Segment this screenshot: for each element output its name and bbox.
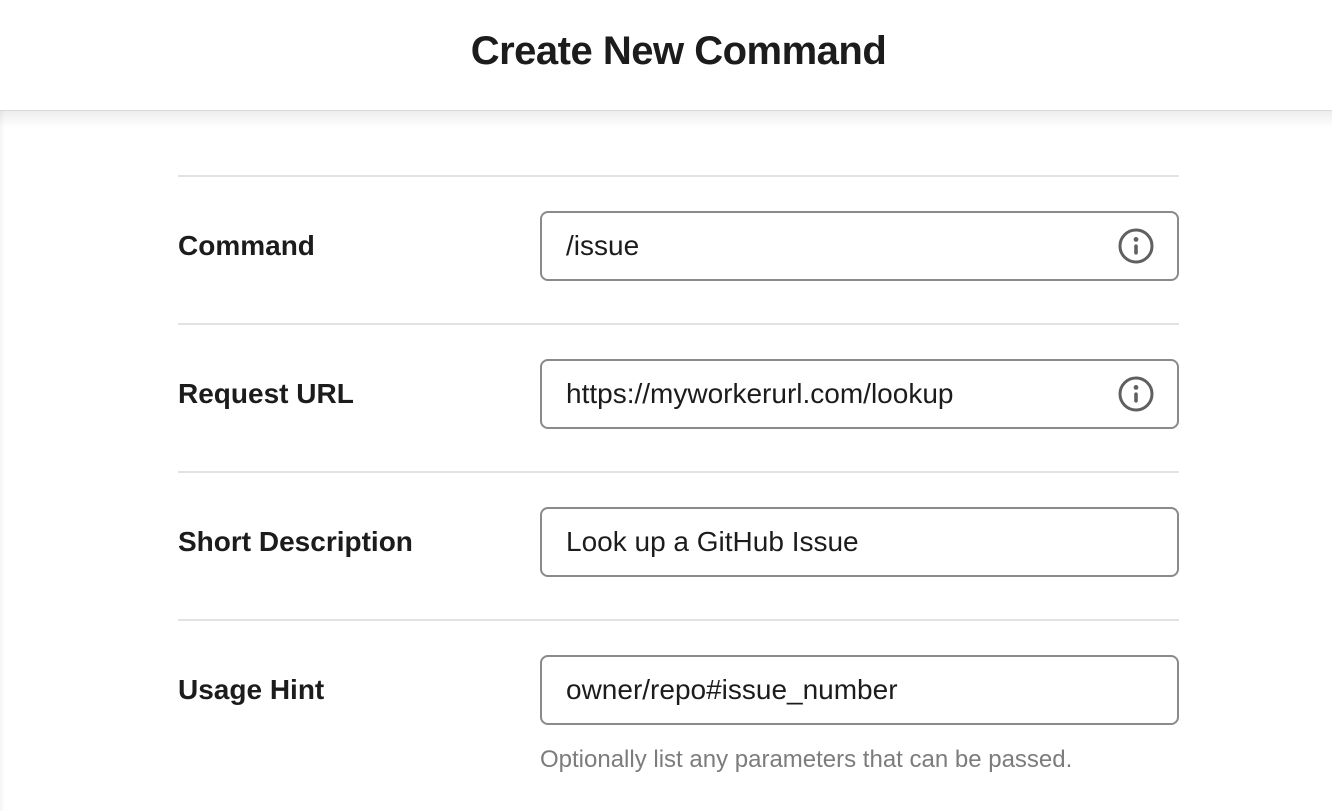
usage-hint-input[interactable]: [540, 655, 1179, 725]
usage-hint-label: Usage Hint: [178, 674, 325, 705]
form-row-request-url: Request URL: [178, 323, 1179, 471]
usage-hint-field: Optionally list any parameters that can …: [540, 655, 1179, 773]
request-url-field: [540, 359, 1179, 429]
form-row-short-description: Short Description: [178, 471, 1179, 619]
page-header-inner: Create New Command: [178, 0, 1179, 110]
info-icon[interactable]: [1117, 227, 1155, 265]
form-row-usage-hint: Usage Hint Optionally list any parameter…: [178, 619, 1179, 773]
usage-hint-help-text: Optionally list any parameters that can …: [540, 746, 1073, 773]
request-url-label: Request URL: [178, 378, 354, 409]
content-panel: Command Request URL: [0, 111, 1332, 811]
short-description-label: Short Description: [178, 526, 413, 557]
short-description-input[interactable]: [540, 507, 1179, 577]
page-header: Create New Command: [0, 0, 1332, 128]
command-input[interactable]: [540, 211, 1179, 281]
short-description-field: [540, 507, 1179, 577]
command-label: Command: [178, 230, 315, 261]
request-url-input[interactable]: [540, 359, 1179, 429]
create-command-form: Command Request URL: [178, 111, 1179, 773]
info-icon[interactable]: [1117, 375, 1155, 413]
form-row-command: Command: [178, 175, 1179, 323]
page-title: Create New Command: [470, 28, 887, 73]
command-field: [540, 211, 1179, 281]
